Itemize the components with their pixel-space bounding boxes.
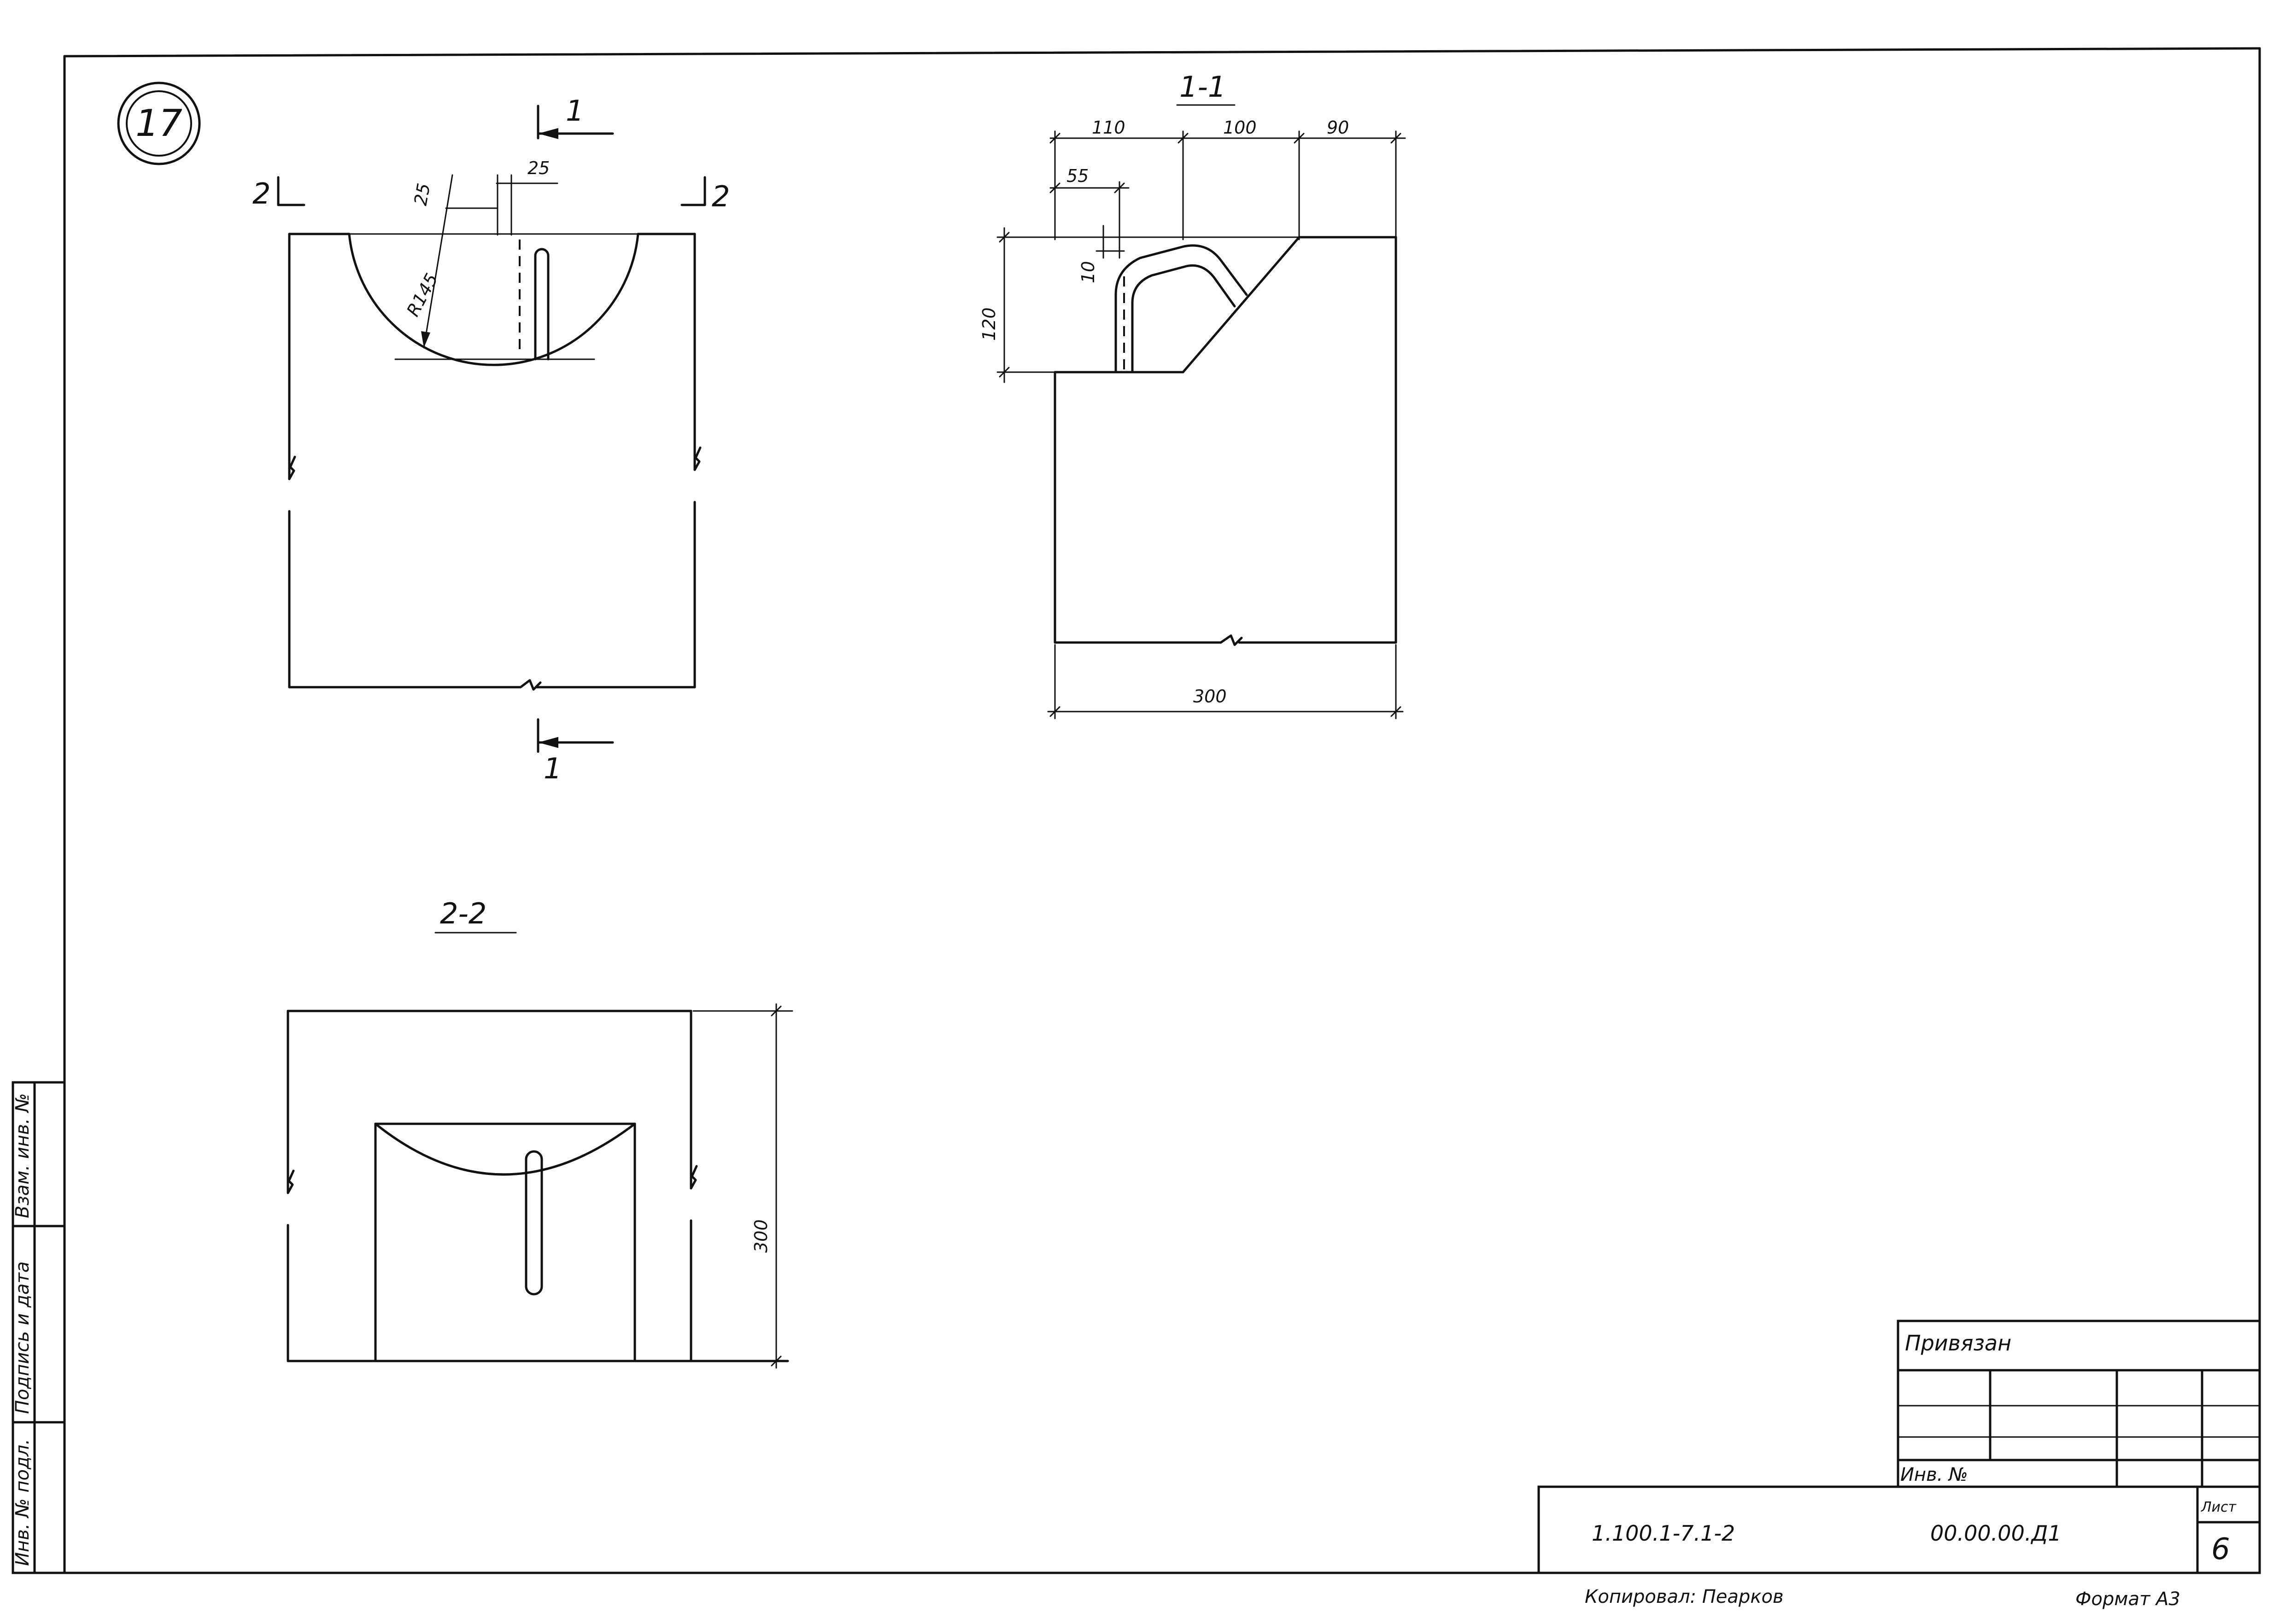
title-sheet-number: 6: [2211, 1532, 2230, 1566]
detail-number-badge: 17: [117, 82, 201, 165]
sec11-dim-110: 110: [1092, 117, 1125, 138]
cut-2-right-label: 2: [712, 180, 730, 213]
side-stamp: Взам. инв. № Подпись и дата Инв. № подл.: [12, 1081, 66, 1574]
title-drawing-number: 00.00.00.Д1: [1930, 1521, 2062, 1546]
footer-copied-by: Копировал: Пеарков: [1585, 1586, 1784, 1607]
footer-format: Формат А3: [2075, 1589, 2180, 1610]
title-block: Привязан Инв. № 1.100.1-7.1-2 00.00.00.Д…: [1537, 1320, 2261, 1610]
cut-2-left-label: 2: [252, 177, 270, 210]
section-1-1-view: 1-1 110 100 90 55 10: [979, 70, 1406, 719]
sec11-dim-120: 120: [979, 307, 999, 341]
sec22-dim-300: 300: [751, 1219, 771, 1253]
section-2-2-view: 2-2 300: [287, 897, 793, 1369]
plan-dim-gap: 25: [410, 181, 434, 207]
sec11-dim-100: 100: [1223, 117, 1257, 138]
sec11-dim-300: 300: [1193, 686, 1227, 707]
sec11-dim-90: 90: [1327, 117, 1349, 138]
side-stamp-signature-date: Подпись и дата: [12, 1262, 33, 1414]
title-inv-label: Инв. №: [1900, 1464, 1968, 1485]
title-sheet-label: Лист: [2201, 1499, 2237, 1515]
section-1-1-title: 1-1: [1179, 70, 1226, 104]
sec11-dim-10: 10: [1078, 261, 1098, 283]
title-bound-label: Привязан: [1905, 1331, 2011, 1355]
plan-view: R145 25 25 2 2 1 1: [252, 94, 730, 785]
title-doc-code: 1.100.1-7.1-2: [1592, 1521, 1735, 1546]
cut-1-top-label: 1: [566, 94, 584, 128]
plan-radius-label: R145: [403, 270, 442, 320]
sec11-dim-55: 55: [1066, 166, 1089, 186]
side-stamp-orig-inv: Инв. № подл.: [12, 1439, 33, 1566]
detail-number: 17: [135, 102, 182, 145]
section-2-2-title: 2-2: [440, 897, 486, 930]
plan-dim-slot: 25: [527, 158, 550, 178]
cut-1-bottom-label: 1: [544, 752, 562, 785]
side-stamp-replaced-inv: Взам. инв. №: [12, 1093, 33, 1218]
